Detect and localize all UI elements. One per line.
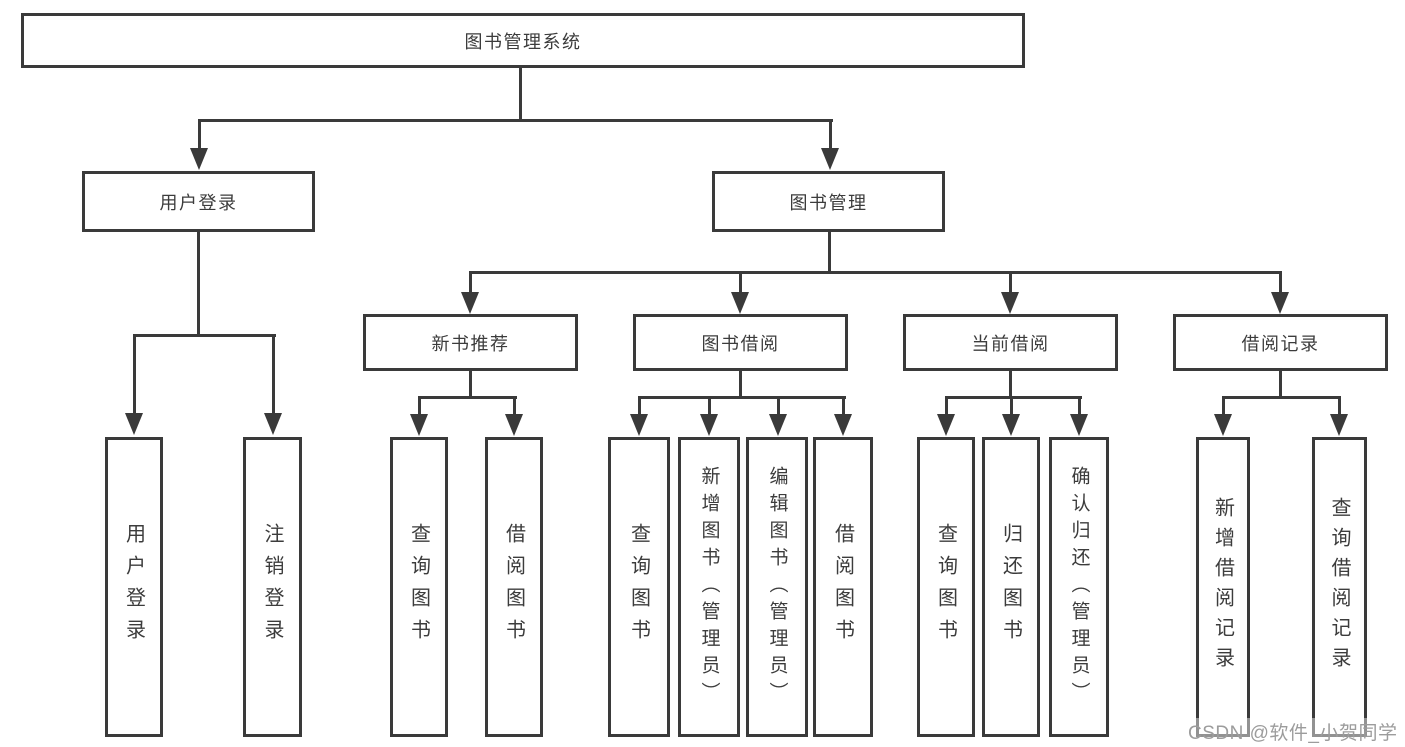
arrowhead-down-icon <box>700 414 718 436</box>
leaf-confirm-return-admin: 确认归还（管理员） <box>1049 437 1109 737</box>
leaf-edit-book-admin: 编辑图书（管理员） <box>746 437 808 737</box>
arrowhead-down-icon <box>410 414 428 436</box>
connector-line <box>1009 271 1012 295</box>
node-label: 用户登录 <box>159 192 238 213</box>
arrowhead-down-icon <box>834 414 852 436</box>
leaf-return-books: 归还图书 <box>982 437 1040 737</box>
arrowhead-down-icon <box>1001 292 1019 314</box>
node-label: 图书借阅 <box>701 333 780 354</box>
node-label: 图书管理 <box>789 192 868 213</box>
node-label: 注销登录 <box>261 523 283 651</box>
connector-line <box>1338 396 1341 416</box>
node-label: 图书管理系统 <box>464 31 582 52</box>
node-label: 新增图书（管理员） <box>698 465 720 709</box>
node-label: 借阅图书 <box>831 523 854 651</box>
node-label: 新增借阅记录 <box>1211 497 1234 677</box>
connector-line <box>777 396 780 416</box>
node-label: 当前借阅 <box>971 333 1050 354</box>
node-book-management: 图书管理 <box>712 171 945 232</box>
node-label: 查询图书 <box>407 523 430 651</box>
node-label: 编辑图书（管理员） <box>766 465 788 709</box>
connector-line <box>418 396 421 416</box>
arrowhead-down-icon <box>731 292 749 314</box>
arrowhead-down-icon <box>1002 414 1020 436</box>
leaf-logout: 注销登录 <box>243 437 302 737</box>
connector-line <box>198 119 201 151</box>
leaf-add-borrow-record: 新增借阅记录 <box>1196 437 1250 737</box>
connector-line <box>469 371 472 399</box>
leaf-borrow-books-recommend: 借阅图书 <box>485 437 543 737</box>
node-book-borrowing: 图书借阅 <box>633 314 848 371</box>
leaf-query-books-current: 查询图书 <box>917 437 975 737</box>
arrowhead-down-icon <box>769 414 787 436</box>
connector-line <box>1009 371 1012 399</box>
csdn-watermark: CSDN @软件_小贺同学 <box>1186 718 1400 745</box>
leaf-add-book-admin: 新增图书（管理员） <box>678 437 740 737</box>
connector-line <box>197 232 200 337</box>
connector-line <box>198 119 833 122</box>
connector-line <box>638 396 846 399</box>
connector-line <box>272 334 275 416</box>
arrowhead-down-icon <box>630 414 648 436</box>
arrowhead-down-icon <box>264 413 282 435</box>
node-label: 新书推荐 <box>431 333 510 354</box>
connector-line <box>133 334 276 337</box>
connector-line <box>842 396 845 416</box>
connector-line <box>519 68 522 122</box>
connector-line <box>1279 271 1282 295</box>
node-label: 确认归还（管理员） <box>1068 465 1090 709</box>
leaf-query-books-recommend: 查询图书 <box>390 437 448 737</box>
connector-line <box>469 271 472 295</box>
connector-line <box>829 119 832 151</box>
arrowhead-down-icon <box>1330 414 1348 436</box>
arrowhead-down-icon <box>1271 292 1289 314</box>
node-borrowing-records: 借阅记录 <box>1173 314 1388 371</box>
connector-line <box>828 232 831 274</box>
connector-line <box>469 271 1282 274</box>
connector-line <box>1078 396 1081 416</box>
leaf-user-login: 用户登录 <box>105 437 163 737</box>
arrowhead-down-icon <box>125 413 143 435</box>
connector-line <box>1222 396 1225 416</box>
arrowhead-down-icon <box>937 414 955 436</box>
connector-line <box>708 396 711 416</box>
node-root-library-system: 图书管理系统 <box>21 13 1025 68</box>
node-label: 借阅图书 <box>502 523 525 651</box>
arrowhead-down-icon <box>821 148 839 170</box>
connector-line <box>638 396 641 416</box>
connector-line <box>945 396 948 416</box>
leaf-query-books-borrowing: 查询图书 <box>608 437 670 737</box>
node-label: 查询借阅记录 <box>1328 497 1350 677</box>
connector-line <box>133 334 136 416</box>
leaf-query-borrow-record: 查询借阅记录 <box>1312 437 1367 737</box>
node-label: 查询图书 <box>934 523 957 651</box>
arrowhead-down-icon <box>1214 414 1232 436</box>
arrowhead-down-icon <box>190 148 208 170</box>
connector-line <box>739 271 742 295</box>
connector-line <box>739 371 742 399</box>
arrowhead-down-icon <box>1070 414 1088 436</box>
node-label: 借阅记录 <box>1241 333 1320 354</box>
connector-line <box>418 396 517 399</box>
connector-line <box>945 396 1082 399</box>
connector-line <box>1222 396 1341 399</box>
connector-line <box>1010 396 1013 416</box>
node-label: 归还图书 <box>999 523 1022 651</box>
arrowhead-down-icon <box>461 292 479 314</box>
node-label: 查询图书 <box>627 523 650 651</box>
node-label: 用户登录 <box>122 523 145 651</box>
leaf-borrow-books: 借阅图书 <box>813 437 873 737</box>
node-current-borrowing: 当前借阅 <box>903 314 1118 371</box>
connector-line <box>513 396 516 416</box>
connector-line <box>1279 371 1282 399</box>
node-new-book-recommend: 新书推荐 <box>363 314 578 371</box>
node-user-login: 用户登录 <box>82 171 315 232</box>
arrowhead-down-icon <box>505 414 523 436</box>
